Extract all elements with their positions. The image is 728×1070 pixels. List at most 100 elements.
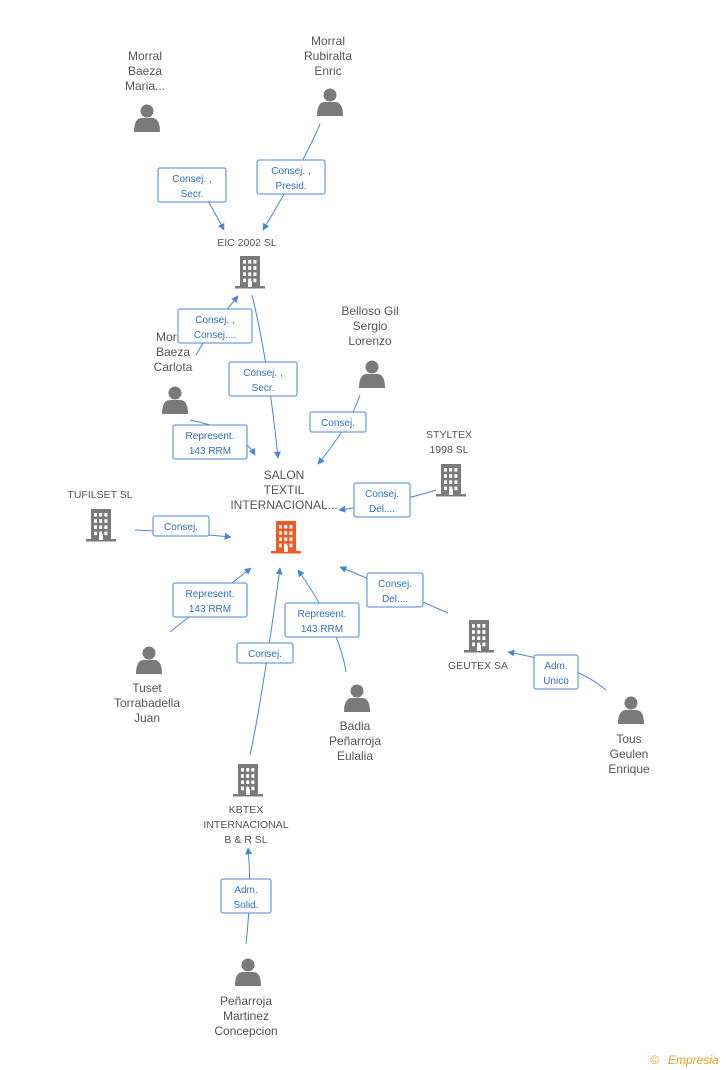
node-eic_2002[interactable]: EIC 2002 SL	[217, 237, 277, 289]
node-label-line: EIC 2002 SL	[217, 237, 277, 249]
edge-label-text: Consej. ,	[195, 315, 234, 326]
edge-label-5[interactable]: Consej.	[309, 411, 367, 433]
edge-label-4[interactable]: Represent.143 RRM	[172, 424, 248, 460]
edge-label-1[interactable]: Consej. , Presid.	[256, 159, 326, 195]
node-label-line: Torrabadella	[114, 696, 180, 710]
edge-label-13[interactable]: Adm.Solid.	[220, 878, 272, 914]
node-label-line: B & R SL	[224, 834, 267, 846]
node-kbtex[interactable]: KBTEX INTERNACIONAL B & R SL	[203, 764, 289, 846]
node-styltex[interactable]: STYLTEX 1998 SL	[426, 429, 472, 497]
building-icon	[235, 256, 265, 289]
node-label-line: GEUTEX SA	[448, 660, 508, 672]
person-icon	[344, 684, 370, 712]
edge-label-12[interactable]: Adm. Unico	[533, 654, 579, 690]
edge-label-7[interactable]: Consej.	[152, 515, 210, 537]
edge-label-text: Del....	[369, 504, 395, 515]
edge-label-9[interactable]: Represent.143 RRM	[172, 582, 248, 618]
node-label-line: Lorenzo	[348, 334, 392, 348]
edge-label-text: Consej. ,	[271, 166, 310, 177]
edge-label-text: Consej.	[378, 579, 412, 590]
node-label-line: Maria...	[125, 79, 165, 93]
building-icon	[271, 521, 301, 554]
edge-label-8[interactable]: Consej.Del....	[366, 572, 424, 608]
edge-label-6[interactable]: Consej.Del....	[353, 482, 411, 518]
edge-label-text: Represent.	[186, 431, 235, 442]
node-label-line: INTERNACIONAL...	[230, 498, 337, 512]
edge-label-text: Solid.	[233, 900, 258, 911]
node-label-line: Badia	[340, 719, 371, 733]
nodes-layer: MorralBaezaMaria...MorralRubiraltaEnricE…	[67, 34, 650, 1038]
person-icon	[618, 696, 644, 724]
building-icon	[233, 764, 263, 797]
edge-label-0[interactable]: Consej. ,Secr.	[157, 167, 227, 203]
node-label-line: Concepcion	[214, 1024, 277, 1038]
edge-label-10[interactable]: Consej.	[236, 642, 294, 664]
edge-label-box	[256, 159, 326, 195]
edge-label-box	[172, 582, 248, 618]
node-label-line: Martinez	[223, 1009, 269, 1023]
edge-label-box	[228, 361, 298, 397]
edge-label-text: 143 RRM	[189, 604, 231, 615]
edge-label-text: Presid.	[275, 181, 306, 192]
brand-name[interactable]: Empresia	[668, 1053, 719, 1067]
edge-label-3[interactable]: Consej. , Secr.	[228, 361, 298, 397]
node-label-line: SALON	[264, 468, 305, 482]
edge-label-text: Consej....	[194, 330, 236, 341]
node-label-line: Tous	[616, 732, 641, 746]
node-salon_textil[interactable]: SALONTEXTILINTERNACIONAL...	[230, 468, 338, 554]
edge-label-text: Consej. ,	[243, 368, 282, 379]
edge-label-box	[172, 424, 248, 460]
node-label-line: Enric	[314, 64, 341, 78]
node-label-line: Enrique	[608, 762, 650, 776]
edge-label-box	[220, 878, 272, 914]
edge-label-text: 143 RRM	[301, 624, 343, 635]
person-icon	[162, 386, 188, 414]
node-geutex[interactable]: GEUTEX SA	[448, 620, 508, 672]
node-label-line: 1998 SL	[429, 444, 468, 456]
node-label-line: STYLTEX	[426, 429, 472, 441]
node-label-line: Baeza	[156, 345, 190, 359]
node-tufilset[interactable]: TUFILSET SL	[67, 489, 133, 542]
copyright-symbol: ©	[650, 1053, 659, 1067]
person-icon	[317, 88, 343, 116]
node-label-line: INTERNACIONAL	[203, 819, 288, 831]
edge-label-text: Adm.	[544, 661, 567, 672]
edge-label-box	[284, 602, 360, 638]
edge-label-box	[177, 308, 253, 344]
edge-label-box	[309, 411, 367, 433]
edge-label-11[interactable]: Represent. 143 RRM	[284, 602, 360, 638]
node-label-line: Juan	[134, 711, 160, 725]
node-label-line: Morral	[128, 49, 162, 63]
edge-label-2[interactable]: Consej. , Consej....	[177, 308, 253, 344]
node-label-line: Baeza	[128, 64, 162, 78]
edge-label-box	[366, 572, 424, 608]
person-icon	[134, 104, 160, 132]
node-label-line: KBTEX	[229, 804, 263, 816]
node-label-line: Sergio	[353, 319, 388, 333]
edge-label-box	[533, 654, 579, 690]
edge-label-text: Secr.	[252, 383, 275, 394]
node-label-line: TEXTIL	[264, 483, 305, 497]
node-label-line: Carlota	[154, 360, 193, 374]
edge-label-text: Consej.	[321, 418, 355, 429]
node-label-line: Belloso Gil	[341, 304, 398, 318]
node-label-line: Geulen	[610, 747, 649, 761]
edge-label-box	[152, 515, 210, 537]
node-label-line: TUFILSET SL	[67, 489, 132, 501]
node-morral_baeza_maria[interactable]: MorralBaezaMaria...	[125, 49, 165, 132]
edge-label-text: Unico	[543, 676, 569, 687]
edge-label-text: Consej.	[248, 649, 282, 660]
person-icon	[359, 360, 385, 388]
edge-label-text: Represent.	[298, 609, 347, 620]
person-icon	[136, 646, 162, 674]
node-label-line: Peñarroja	[220, 994, 272, 1008]
edge-kbtex-to-salon_textil	[249, 567, 283, 756]
brand-footer: © Empresia	[650, 1053, 719, 1067]
